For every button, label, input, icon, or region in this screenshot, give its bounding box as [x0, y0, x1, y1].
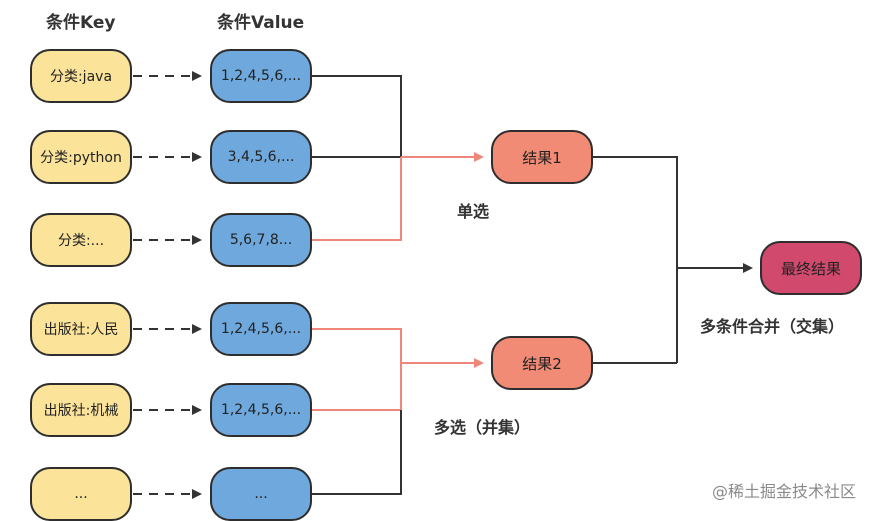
key-node-publisher-renmin: 出版社:人民 [30, 302, 132, 356]
value-node-java: 1,2,4,5,6,... [210, 49, 312, 103]
value-node-publisher-renmin: 1,2,4,5,6,... [210, 302, 312, 356]
key-node-java: 分类:java [30, 49, 132, 103]
result2-node: 结果2 [491, 336, 593, 390]
line-result1 [593, 156, 678, 363]
result1-node: 结果1 [491, 130, 593, 184]
key-node-python: 分类:python [30, 130, 132, 184]
label-multi-select-union: 多选（并集） [434, 418, 531, 437]
header-condition-key: 条件Key [46, 13, 116, 33]
value-node-publisher-jixie: 1,2,4,5,6,... [210, 383, 312, 437]
label-single-select: 单选 [457, 202, 490, 221]
line-row4 [312, 328, 402, 363]
key-value-dashed-arrows [133, 71, 202, 499]
value-node-python: 3,4,5,6,... [210, 130, 312, 184]
group1-connectors [312, 75, 484, 241]
group2-connectors [312, 328, 484, 495]
value-node-more: ... [210, 467, 312, 521]
key-node-publisher-jixie: 出版社:机械 [30, 383, 132, 437]
header-condition-value: 条件Value [217, 13, 305, 33]
key-node-more: ... [30, 467, 132, 521]
line-row5 [312, 363, 402, 411]
key-node-category-more: 分类:... [30, 213, 132, 267]
line-row3 [312, 157, 402, 241]
label-multi-condition-merge: 多条件合并（交集） [700, 317, 845, 336]
value-node-category-more: 5,6,7,8... [210, 213, 312, 267]
watermark: @稀土掘金技术社区 [712, 482, 857, 501]
line-row1 [312, 75, 402, 157]
final-result-node: 最终结果 [760, 241, 862, 295]
merge-connectors [593, 156, 753, 364]
line-row6 [312, 410, 402, 495]
